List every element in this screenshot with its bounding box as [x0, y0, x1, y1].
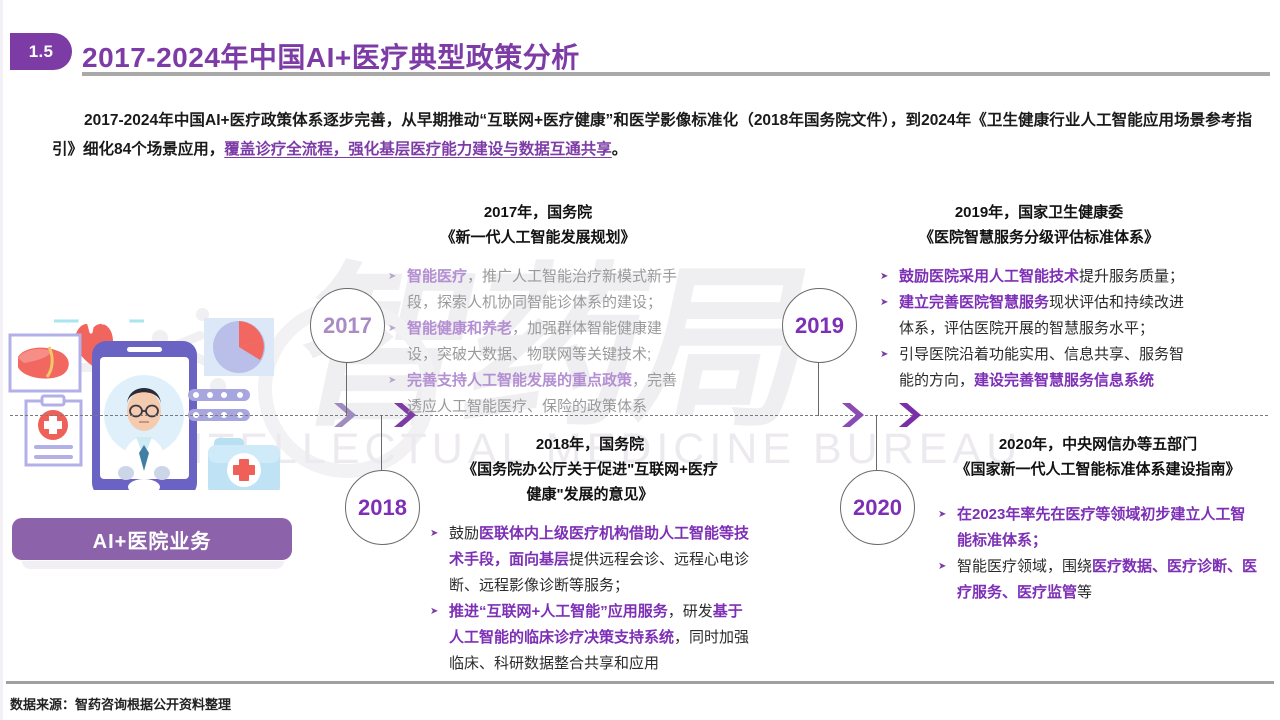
list-item: 智能医疗领域，围绕医疗数据、医疗诊断、医疗服务、医疗监管等: [938, 554, 1258, 606]
policy-block-2019: 2019年，国家卫生健康委 《医院智慧服务分级评估标准体系》 鼓励医院采用人工智…: [880, 200, 1198, 394]
emphasis-text: 建立完善医院智慧服务: [899, 294, 1050, 311]
intro-paragraph: 2017-2024年中国AI+医疗政策体系逐步完善，从早期推动“互联网+医疗健康…: [52, 106, 1252, 164]
policy-block-2020: 2020年，中央网信办等五部门 《国家新一代人工智能标准体系建设指南》 在202…: [938, 432, 1258, 606]
policy-2018-heading: 2018年，国务院 《国务院办公厅关于促进"互联网+医疗 健康"发展的意见》: [430, 432, 750, 507]
timeline-chevron-light-1: [334, 403, 356, 427]
emphasis-text: 完善支持人工智能发展的重点政策: [407, 372, 633, 389]
timeline-stem-2017: [346, 360, 348, 416]
body-text: 提供远程会诊、远程心电诊断、远程影像诊断等服务；: [449, 551, 750, 594]
label-pill-shadow: [22, 561, 284, 569]
emphasis-text: 在2023年率先在医疗等领域初步建立人工智能标准体系；: [957, 506, 1246, 549]
emphasis-text: 基于人工智能的临床诊疗决策支持系统: [449, 603, 743, 646]
policy-2020-heading-line1: 2020年，中央网信办等五部门: [998, 436, 1198, 453]
medical-bag-icon: [208, 438, 280, 495]
body-text: ，完善透应人工智能医疗、保险的政策体系: [407, 372, 678, 415]
body-text: ，同时加强临床、科研数据整合共享和应用: [449, 629, 750, 672]
policy-block-2018: 2018年，国务院 《国务院办公厅关于促进"互联网+医疗 健康"发展的意见》 鼓…: [430, 432, 750, 677]
intro-text-part1: 2017-2024年中国AI+医疗政策体系逐步完善，从早期推动“互联网+医疗健康…: [52, 112, 1252, 158]
policy-2018-heading-line2: 《国务院办公厅关于促进"互联网+医疗: [462, 461, 718, 478]
year-circle-2019[interactable]: 2019: [782, 288, 857, 363]
list-item: 推进“互联网+人工智能”应用服务，研发基于人工智能的临床诊疗决策支持系统，同时加…: [430, 599, 750, 677]
policy-2017-heading: 2017年，国务院 《新一代人工智能发展规划》: [388, 200, 688, 250]
body-text: 等: [1077, 584, 1093, 601]
emphasis-text: 建设完善智慧服务信息系统: [974, 372, 1155, 389]
body-text: 鼓励: [449, 525, 480, 542]
emphasis-text: 推进“互联网+人工智能”应用服务: [449, 603, 668, 620]
intro-highlight: 覆盖诊疗全流程，强化基层医疗能力建设与数据互通共享: [224, 141, 612, 158]
body-text: 引导医院沿着功能实用、信息共享、服务智能的方向，: [899, 346, 1185, 389]
policy-2019-items: 鼓励医院采用人工智能技术提升服务质量； 建立完善医院智慧服务现状评估和持续改进体…: [880, 264, 1198, 394]
list-item: 鼓励医联体内上级医疗机构借助人工智能等技术手段，面向基层提供远程会诊、远程心电诊…: [430, 521, 750, 599]
data-bar-icon: [188, 389, 250, 421]
policy-2017-heading-line1: 2017年，国务院: [483, 204, 593, 221]
list-item: 智能健康和养老，加强群体智能健康建设，突破大数据、物联网等关键技术;: [388, 316, 688, 368]
year-circle-2020[interactable]: 2020: [840, 470, 915, 545]
emphasis-text: 医联体内上级医疗机构借助人工智能等技术手段，面向基层: [449, 525, 750, 568]
ai-hospital-illustration: [2, 285, 302, 497]
emphasis-text: 智能医疗: [407, 268, 468, 285]
data-source-note: 数据来源：智药咨询根据公开资料整理: [10, 697, 232, 712]
policy-2019-heading-line1: 2019年，国家卫生健康委: [954, 204, 1124, 221]
list-item: 鼓励医院采用人工智能技术提升服务质量；: [880, 264, 1198, 290]
body-text: 智能医疗领域，围绕: [957, 558, 1093, 575]
timeline-stem-2019: [818, 360, 820, 416]
header-divider: [82, 72, 1270, 76]
timeline-chevron-dark-3: [899, 403, 921, 427]
policy-block-2017: 2017年，国务院 《新一代人工智能发展规划》 智能医疗，推广人工智能治疗新模式…: [388, 200, 688, 420]
timeline-stem-2018: [381, 415, 383, 472]
body-text: 现状评估和持续改进体系，评估医院开展的智慧服务水平；: [899, 294, 1185, 337]
body-text: ，推广人工智能治疗新模式新手段，探索人机协同智能诊体系的建设；: [407, 268, 678, 311]
list-item: 在2023年率先在医疗等领域初步建立人工智能标准体系；: [938, 502, 1258, 554]
policy-2019-heading: 2019年，国家卫生健康委 《医院智慧服务分级评估标准体系》: [880, 200, 1198, 250]
body-text: ，研发: [667, 603, 713, 620]
policy-2020-heading-line2: 《国家新一代人工智能标准体系建设指南》: [955, 461, 1241, 478]
list-item: 智能医疗，推广人工智能治疗新模式新手段，探索人机协同智能诊体系的建设；: [388, 264, 688, 316]
ai-hospital-label: AI+医院业务: [12, 518, 292, 560]
emphasis-text: 鼓励医院采用人工智能技术: [899, 268, 1080, 285]
timeline-chevron-dark-2: [842, 403, 864, 427]
policy-2018-items: 鼓励医联体内上级医疗机构借助人工智能等技术手段，面向基层提供远程会诊、远程心电诊…: [430, 521, 750, 677]
policy-2018-heading-line1: 2018年，国务院: [535, 436, 645, 453]
left-edge-strip: [0, 0, 3, 720]
liver-icon: [8, 333, 82, 393]
emphasis-text: 医疗数据、医疗诊断、医疗服务、医疗监管: [957, 558, 1258, 601]
list-item: 完善支持人工智能发展的重点政策，完善透应人工智能医疗、保险的政策体系: [388, 368, 688, 420]
list-item: 建立完善医院智慧服务现状评估和持续改进体系，评估医院开展的智慧服务水平；: [880, 290, 1198, 342]
policy-2020-items: 在2023年率先在医疗等领域初步建立人工智能标准体系； 智能医疗领域，围绕医疗数…: [938, 502, 1258, 606]
policy-2017-heading-line2: 《新一代人工智能发展规划》: [440, 229, 636, 246]
policy-2018-heading-line3: 健康"发展的意见》: [526, 486, 654, 503]
clipboard-cross-icon: [24, 394, 83, 467]
page-title: 2017-2024年中国AI+医疗典型政策分析: [82, 42, 580, 73]
section-number-badge: 1.5: [10, 33, 72, 70]
year-circle-2018[interactable]: 2018: [345, 470, 420, 545]
emphasis-text: 智能健康和养老: [407, 320, 513, 337]
body-text: ，加强群体智能健康建设，突破大数据、物联网等关键技术;: [407, 320, 663, 363]
timeline-stem-2020: [876, 415, 878, 472]
body-text: 提升服务质量；: [1079, 268, 1185, 285]
pie-chart-icon: [204, 318, 274, 376]
policy-2020-heading: 2020年，中央网信办等五部门 《国家新一代人工智能标准体系建设指南》: [938, 432, 1258, 482]
policy-2019-heading-line2: 《医院智慧服务分级评估标准体系》: [918, 229, 1159, 246]
list-item: 引导医院沿着功能实用、信息共享、服务智能的方向，建设完善智慧服务信息系统: [880, 342, 1198, 394]
year-circle-2017[interactable]: 2017: [310, 288, 385, 363]
footer-divider: [6, 681, 1274, 684]
smartphone-doctor-icon: [92, 341, 197, 497]
policy-2017-items: 智能医疗，推广人工智能治疗新模式新手段，探索人机协同智能诊体系的建设； 智能健康…: [388, 264, 688, 420]
intro-text-part2: 。: [611, 141, 628, 158]
